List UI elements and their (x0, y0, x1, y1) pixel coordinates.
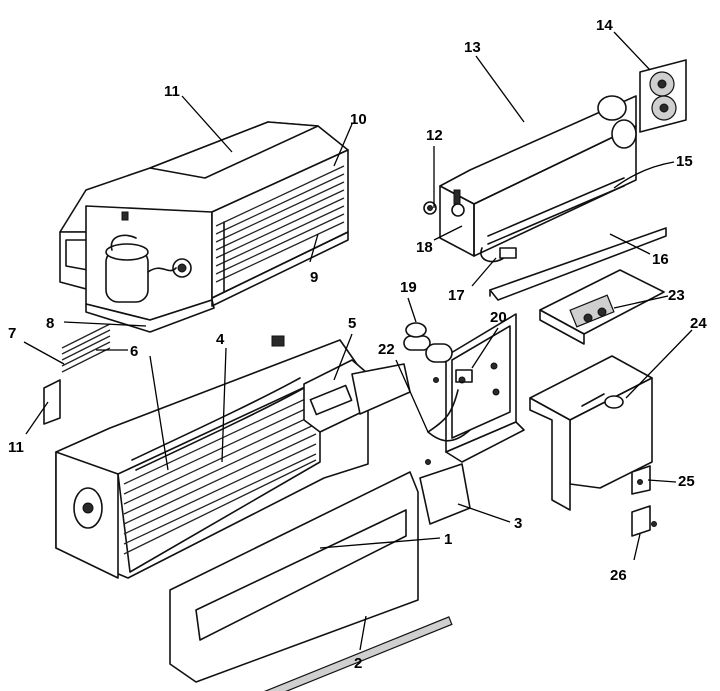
callout-12: 12 (426, 127, 443, 144)
leader-5 (333, 333, 353, 381)
callout-18: 18 (416, 239, 433, 256)
leader-11-top (181, 95, 233, 153)
callout-17: 17 (448, 287, 465, 304)
callout-16: 16 (652, 251, 669, 268)
callout-26: 26 (610, 567, 627, 584)
leader-11-bottom (25, 401, 49, 435)
callout-7: 7 (8, 325, 16, 342)
leader-25 (647, 479, 677, 483)
callout-11-top: 11 (164, 83, 180, 100)
callout-3: 3 (514, 515, 522, 532)
callout-9: 9 (310, 269, 318, 286)
callout-24: 24 (690, 315, 707, 332)
callout-labels: 11 10 9 8 12 13 14 15 16 17 18 19 20 22 … (8, 17, 707, 672)
leader-3 (457, 503, 511, 523)
control-box-assembly (529, 269, 665, 537)
leader-10 (333, 123, 353, 167)
callout-4: 4 (216, 331, 225, 348)
callout-1: 1 (444, 531, 452, 548)
leader-7 (23, 341, 65, 365)
leader-8 (63, 321, 147, 327)
control-bracket-assembly (403, 313, 525, 465)
leader-6-b (149, 355, 169, 471)
callout-2: 2 (354, 655, 362, 672)
callout-15: 15 (676, 153, 693, 170)
leader-15 (613, 161, 675, 189)
leader-9 (309, 233, 319, 263)
callout-13: 13 (464, 39, 481, 56)
leader-16 (609, 233, 651, 255)
callout-20: 20 (490, 309, 507, 326)
callout-8: 8 (46, 315, 54, 332)
leader-13 (475, 55, 525, 123)
leader-23 (613, 295, 669, 309)
leader-19 (407, 297, 417, 323)
callout-5: 5 (348, 315, 356, 332)
outdoor-section-assembly (423, 59, 687, 301)
leader-2 (359, 615, 367, 651)
heater-element (61, 323, 111, 373)
callout-23: 23 (668, 287, 685, 304)
leader-18 (433, 225, 463, 241)
callout-6: 6 (130, 343, 138, 360)
chassis-assembly (59, 121, 349, 333)
leader-22 (395, 359, 429, 433)
leader-24 (625, 329, 693, 399)
callout-10: 10 (350, 111, 367, 128)
leader-26 (633, 533, 641, 561)
indoor-unit-assembly (43, 323, 369, 579)
condenser-coil-fins (215, 165, 345, 283)
evaporator-coil-fins (123, 393, 317, 555)
callout-22: 22 (378, 341, 395, 358)
leader-1 (319, 537, 441, 549)
leader-4 (221, 347, 227, 463)
leader-lines (23, 31, 693, 651)
callout-25: 25 (678, 473, 695, 490)
callout-11-bottom: 11 (8, 439, 24, 456)
callout-14: 14 (596, 17, 613, 34)
leader-17 (471, 257, 497, 287)
leader-20 (471, 327, 499, 369)
leader-14 (613, 31, 651, 71)
callout-19: 19 (400, 279, 417, 296)
